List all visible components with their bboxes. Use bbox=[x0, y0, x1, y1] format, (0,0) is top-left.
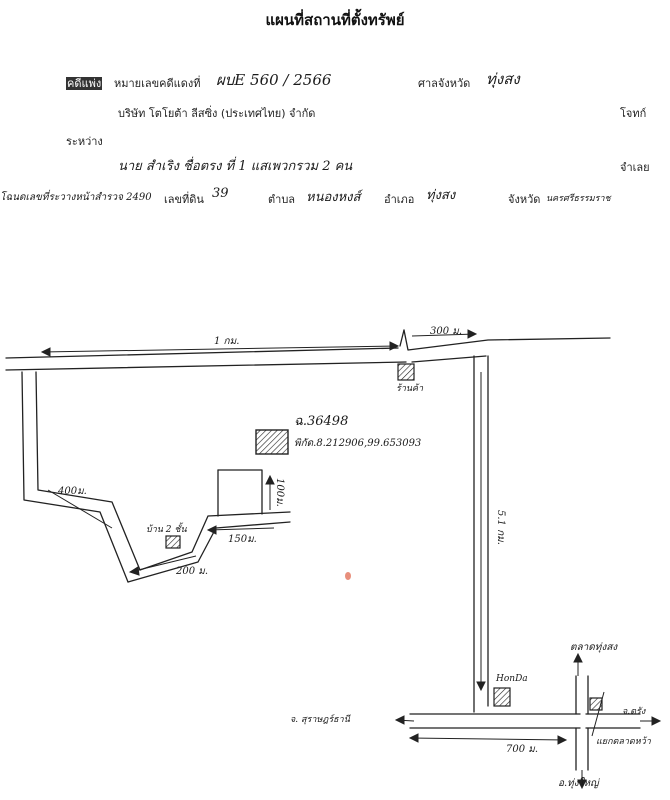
label-700m: 700 ม. bbox=[506, 744, 539, 755]
label-to-trang: จ.ตรัง bbox=[622, 707, 646, 717]
main-road-top-upper bbox=[5, 347, 399, 359]
label-to-thung-yai: อ.ทุ่งใหญ่ bbox=[558, 778, 599, 789]
bottom-road-outer bbox=[127, 521, 291, 583]
junction-building-icon bbox=[589, 697, 603, 711]
arrow-200m-head bbox=[128, 566, 140, 576]
target-property-icon bbox=[255, 429, 289, 455]
house-building-icon bbox=[165, 535, 181, 549]
deed-text: โฉนดเลขที่ระวางหน้าสำรวจ 2490 bbox=[0, 192, 152, 203]
arrow-1km-head-right bbox=[389, 341, 400, 351]
arrow-to-trang-head bbox=[651, 716, 662, 726]
arrow-to-thung-yai-head bbox=[577, 779, 587, 790]
plaintiff-name: บริษัท โตโยต้า ลีสซิ่ง (ประเทศไทย) จำกัด bbox=[118, 107, 316, 120]
district-label: อำเภอ bbox=[384, 193, 415, 206]
subdistrict-label: ตำบล bbox=[268, 193, 296, 206]
plaintiff-role: โจทก์ bbox=[620, 107, 647, 120]
court-label: ศาลจังหวัด bbox=[418, 77, 471, 90]
arrow-1km bbox=[41, 345, 399, 353]
main-road-top-lower bbox=[5, 361, 407, 371]
arrow-700m-head-right bbox=[557, 735, 568, 745]
left-road-outer bbox=[21, 371, 129, 583]
side-road-a bbox=[399, 329, 405, 347]
road-right-lower bbox=[411, 355, 487, 363]
red-case-label: หมายเลขคดีแดงที่ bbox=[114, 77, 201, 90]
province-name: นครศรีธรรมราช bbox=[546, 194, 611, 204]
arrow-700m bbox=[409, 737, 567, 741]
red-case-number: ผบE 560 / 2566 bbox=[216, 71, 332, 89]
label-junction: แยกตลาดหว้า bbox=[596, 737, 651, 747]
arrow-market-head bbox=[573, 652, 583, 663]
arrow-400m bbox=[47, 489, 113, 529]
arrow-5-1km-head bbox=[476, 681, 486, 692]
defendant-name: นาย สำเริง ชื่อตรง ที่ 1 แสเพวกรวม 2 คน bbox=[118, 159, 353, 174]
label-parcel: ฉ.36498 bbox=[294, 414, 349, 429]
page-title: แผนที่สถานที่ตั้งทรัพย์ bbox=[265, 11, 405, 29]
shop-building-icon bbox=[397, 363, 415, 381]
district-name: ทุ่งสง bbox=[426, 188, 456, 203]
case-type-label: คดีแพ่ง bbox=[66, 77, 103, 90]
province-label: จังหวัด bbox=[508, 193, 541, 206]
label-coordinates: พิกัด.8.212906,99.653093 bbox=[294, 438, 422, 449]
between-label: ระหว่าง bbox=[66, 135, 103, 148]
label-to-surat: จ. สุราษฎร์ธานี bbox=[290, 715, 350, 725]
label-shop: ร้านค้า bbox=[396, 384, 424, 394]
bottom-road-inner bbox=[139, 511, 291, 571]
court-name: ทุ่งสง bbox=[486, 70, 520, 88]
label-100m: 100ม. bbox=[274, 478, 285, 507]
soi-road-top bbox=[217, 469, 263, 515]
land-no: 39 bbox=[212, 186, 229, 201]
arrow-150m-head bbox=[206, 525, 217, 535]
arrow-200m bbox=[129, 555, 197, 573]
arrow-1km-head-left bbox=[40, 347, 51, 357]
ink-stain bbox=[345, 572, 351, 580]
left-road-inner bbox=[35, 371, 141, 571]
arrow-100m-head-top bbox=[265, 474, 275, 485]
honda-building-icon bbox=[493, 687, 511, 707]
road-right-upper bbox=[403, 329, 611, 351]
arrow-700m-head-left bbox=[408, 733, 419, 743]
label-300m: 300 ม. bbox=[430, 326, 463, 337]
label-5-1km: 5.1 กม. bbox=[495, 510, 506, 545]
land-no-label: เลขที่ดิน bbox=[164, 193, 204, 206]
label-200m: 200 ม. bbox=[176, 566, 209, 577]
defendant-role: จำเลย bbox=[620, 161, 650, 174]
subdistrict-name: หนองหงส์ bbox=[306, 190, 361, 205]
arrow-to-surat-head bbox=[394, 715, 405, 725]
arrow-150m bbox=[207, 527, 275, 531]
label-house: บ้าน 2 ชั้น bbox=[146, 525, 187, 535]
label-market: ตลาดทุ่งสง bbox=[570, 642, 618, 653]
label-honda: HonDa bbox=[496, 674, 528, 684]
arrow-300m-head bbox=[467, 329, 478, 339]
label-1km: 1 กม. bbox=[214, 336, 240, 347]
label-400m: 400ม. bbox=[58, 486, 87, 497]
arrow-300m bbox=[411, 333, 477, 337]
label-150m: 150ม. bbox=[228, 534, 257, 545]
